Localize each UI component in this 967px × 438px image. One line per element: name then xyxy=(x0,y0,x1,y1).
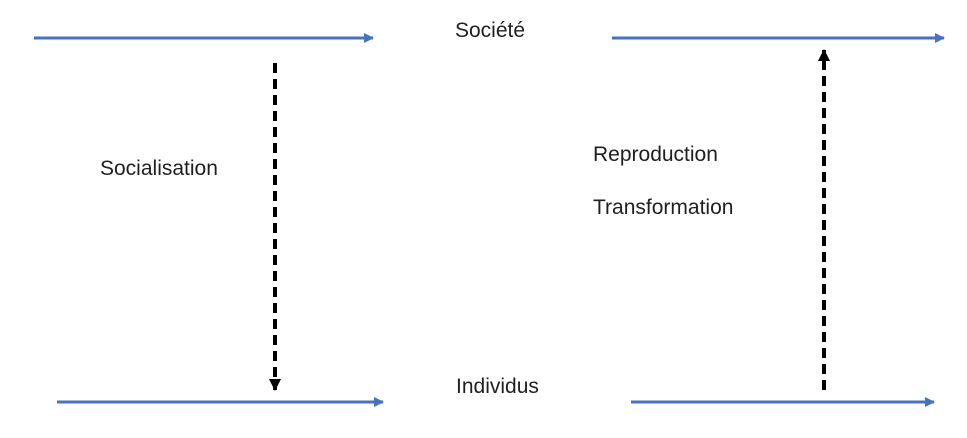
socialisation-label: Socialisation xyxy=(100,157,218,180)
reproduction-label: Reproduction xyxy=(593,143,718,166)
transformation-label: Transformation xyxy=(593,196,734,219)
individuals-label: Individus xyxy=(456,375,539,398)
society-label: Société xyxy=(455,19,526,42)
